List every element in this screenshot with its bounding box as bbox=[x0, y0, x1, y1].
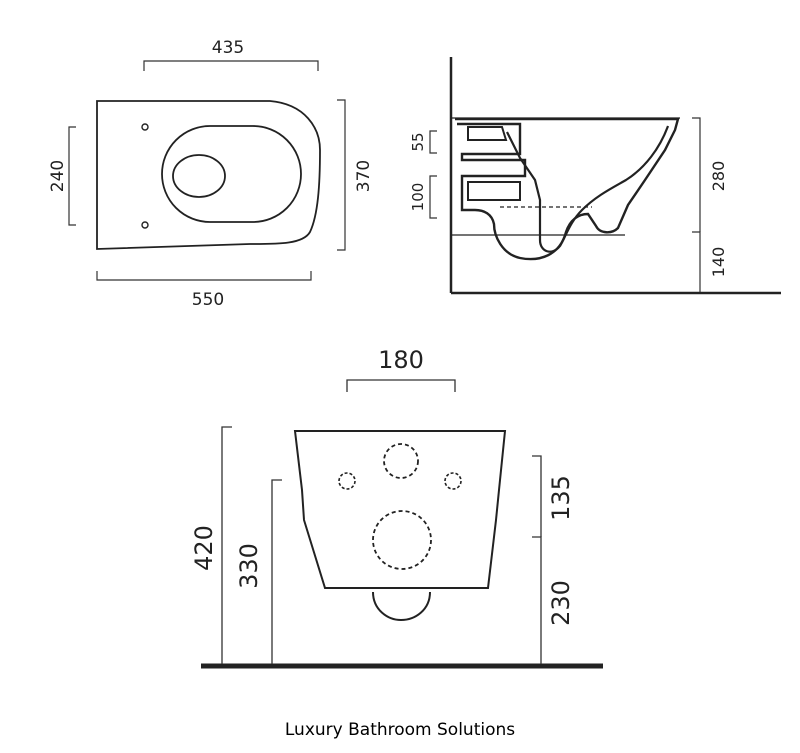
caption: Luxury Bathroom Solutions bbox=[284, 720, 516, 740]
side-view-outer-body bbox=[455, 117, 680, 261]
front-view-flush-inlet bbox=[383, 443, 419, 479]
front-view bbox=[201, 430, 603, 669]
dim-330: 330 bbox=[235, 543, 263, 589]
front-view-bolt-hole bbox=[338, 472, 356, 490]
dim-370: 370 bbox=[354, 160, 374, 192]
dim-420: 420 bbox=[190, 525, 218, 571]
top-view-fixing-hole bbox=[141, 123, 149, 131]
side-view-outlet bbox=[467, 181, 521, 201]
front-view-body bbox=[293, 430, 507, 589]
dim-280: 280 bbox=[709, 161, 728, 192]
front-view-bolt-hole bbox=[444, 472, 462, 490]
dim-240: 240 bbox=[48, 160, 68, 192]
top-view-water-spot bbox=[172, 154, 226, 198]
top-view-outline bbox=[96, 100, 321, 250]
side-view bbox=[449, 57, 781, 295]
side-view-dimension-lines bbox=[429, 117, 701, 292]
dim-55: 55 bbox=[409, 132, 427, 151]
dim-550: 550 bbox=[192, 290, 224, 310]
top-view-fixing-hole bbox=[141, 221, 149, 229]
dim-135: 135 bbox=[547, 475, 575, 521]
top-view-dimension-lines bbox=[68, 60, 346, 281]
dim-100: 100 bbox=[409, 183, 427, 212]
front-view-outlet bbox=[372, 510, 432, 570]
side-view-flush-inlet bbox=[467, 126, 508, 141]
dim-230: 230 bbox=[547, 580, 575, 626]
top-view-seat bbox=[161, 125, 302, 223]
dim-435: 435 bbox=[212, 38, 244, 58]
dim-140: 140 bbox=[709, 247, 728, 278]
top-view bbox=[96, 100, 321, 250]
front-view-outlet-lip bbox=[372, 591, 431, 622]
side-view-inner-bowl bbox=[506, 125, 670, 253]
dim-180: 180 bbox=[378, 346, 424, 374]
front-view-dimension-lines bbox=[221, 379, 542, 664]
